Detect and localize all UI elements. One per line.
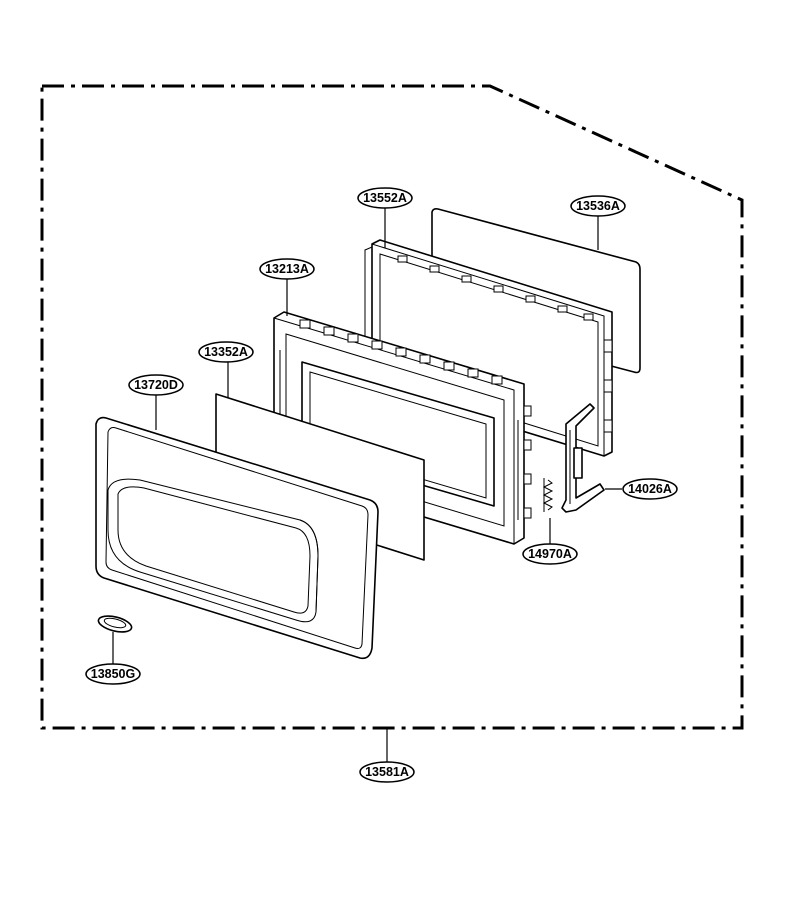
- part-latch-hook: [561, 403, 605, 513]
- callout-latch-hook: 14026A: [622, 478, 678, 500]
- part-door-trim: [95, 416, 379, 660]
- part-latch-spring: [542, 478, 554, 512]
- svg-text:13720D: 13720D: [134, 378, 178, 392]
- svg-text:14970A: 14970A: [528, 547, 572, 561]
- svg-text:13213A: 13213A: [265, 262, 309, 276]
- svg-text:13850G: 13850G: [91, 667, 135, 681]
- callout-door-assembly: 13213A: [259, 258, 315, 280]
- svg-text:13581A: 13581A: [365, 765, 409, 779]
- assembly-tabs: [299, 319, 532, 519]
- svg-text:13352A: 13352A: [204, 345, 248, 359]
- assembly-boundary: [40, 84, 744, 730]
- callout-choke-cover: 13352A: [198, 341, 254, 363]
- callout-door-frame: 13552A: [357, 187, 413, 209]
- callout-door-panel: 13536A: [570, 195, 626, 217]
- callout-door-trim: 13720D: [128, 374, 184, 396]
- svg-text:13552A: 13552A: [363, 191, 407, 205]
- callout-latch-spring: 14970A: [522, 543, 578, 565]
- frame-tabs: [397, 255, 613, 433]
- svg-text:14026A: 14026A: [628, 482, 672, 496]
- leader-lines: [112, 207, 622, 762]
- callout-door-complete: 13581A: [359, 761, 415, 783]
- part-door-badge: [97, 615, 133, 633]
- callout-door-badge: 13850G: [85, 663, 141, 685]
- svg-text:13536A: 13536A: [576, 199, 620, 213]
